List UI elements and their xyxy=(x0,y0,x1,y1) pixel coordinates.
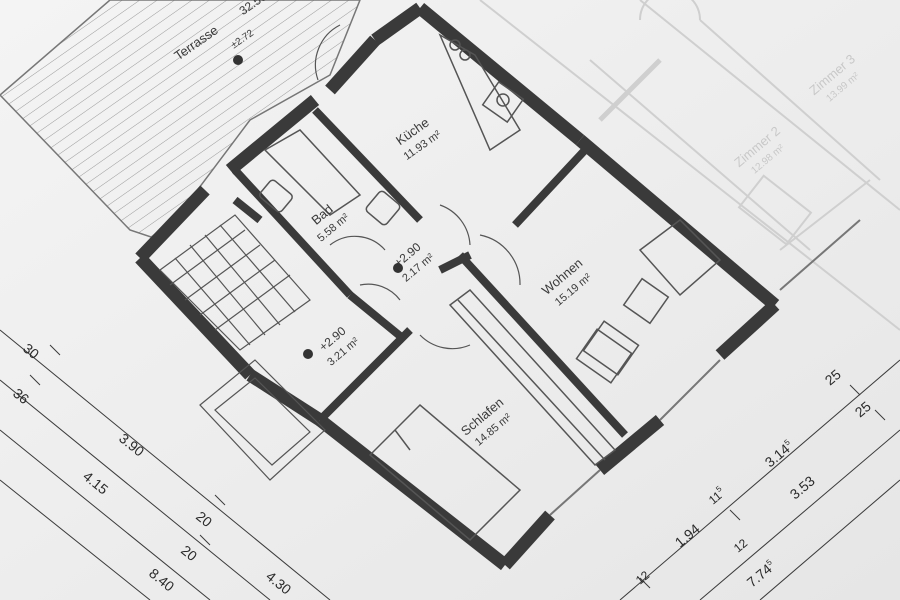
level-marker-icon xyxy=(233,55,243,65)
faint-neighbor-plan xyxy=(479,0,900,331)
dim-right-6-sup: 5 xyxy=(714,484,724,494)
entry-porch xyxy=(199,359,326,481)
windows xyxy=(549,219,861,516)
dimension-lines-left xyxy=(0,329,331,600)
interior-walls xyxy=(232,107,628,438)
terrace-hatching xyxy=(0,0,361,241)
level-marker-icon xyxy=(393,263,403,273)
exterior-walls xyxy=(135,2,780,571)
dimension-lines-right xyxy=(619,359,900,600)
kitchen-fixtures xyxy=(438,33,525,152)
living-furniture xyxy=(575,219,722,384)
bedroom-furniture xyxy=(368,288,617,542)
bath-fixtures xyxy=(259,129,401,226)
staircase xyxy=(159,214,311,351)
dim-right-6-group: 115 xyxy=(705,484,729,507)
door-swings xyxy=(314,24,521,350)
dim-right-3-sup: 5 xyxy=(783,437,793,447)
dim-right-9-sup: 5 xyxy=(765,557,775,567)
level-marker-icon xyxy=(303,349,313,359)
